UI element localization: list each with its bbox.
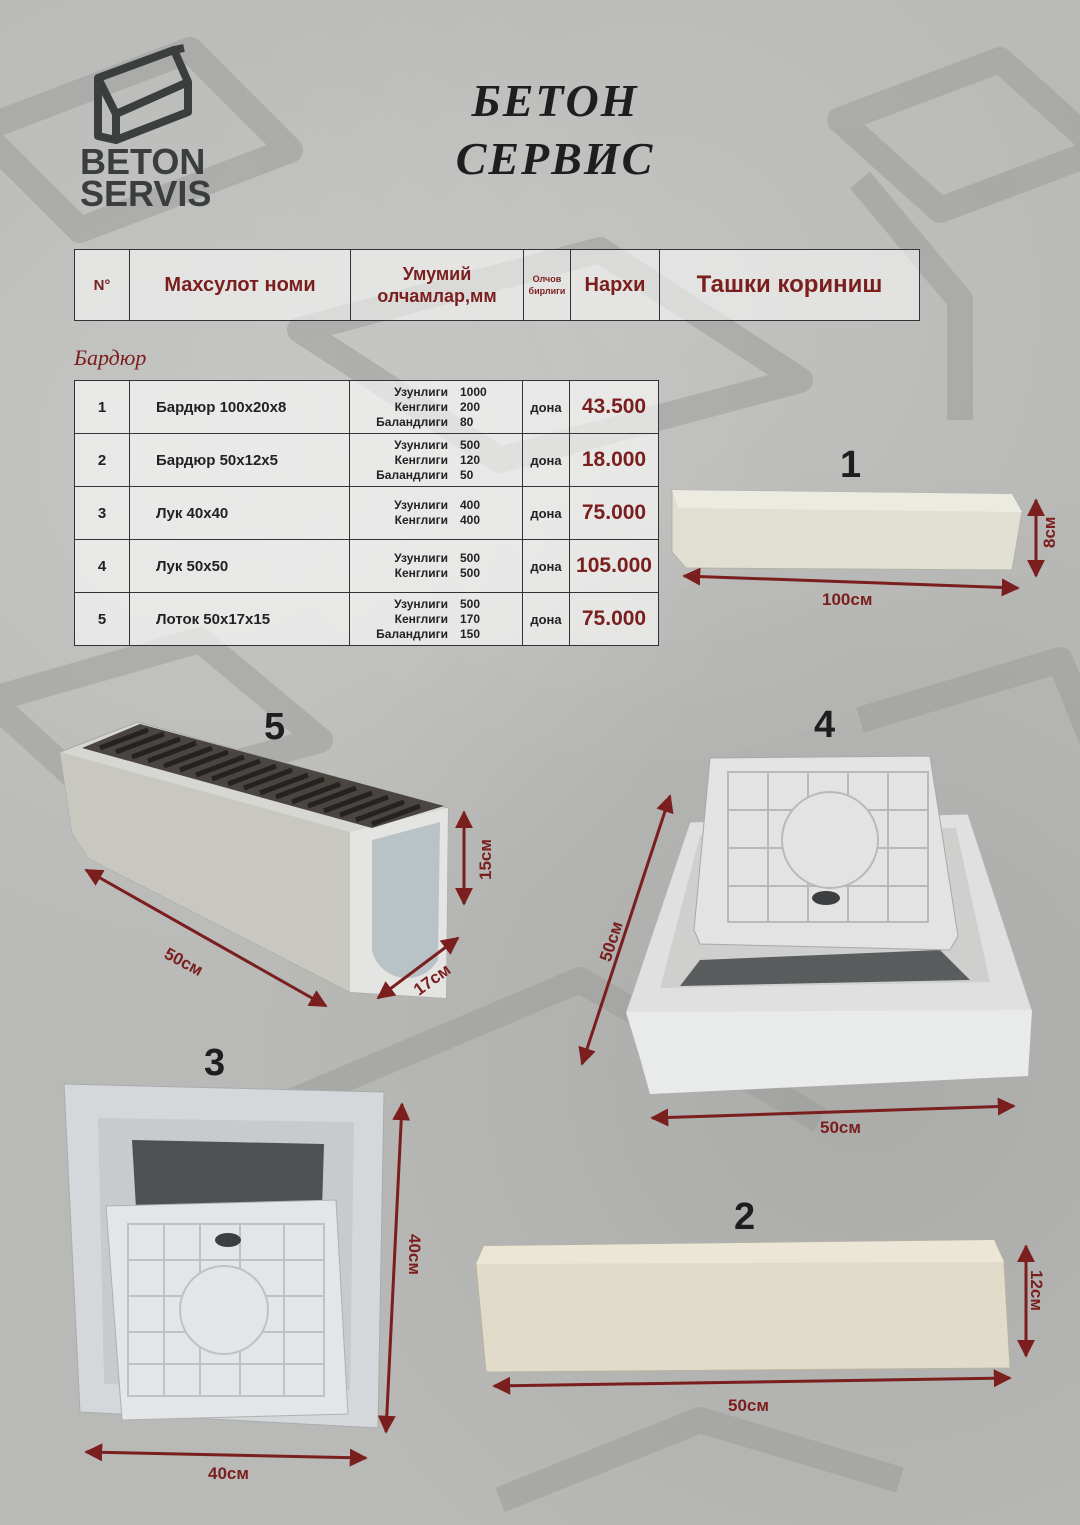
section-label: Бардюр <box>74 345 147 370</box>
header-appearance: Ташки кориниш <box>659 249 920 321</box>
row-unit: дона <box>522 592 570 646</box>
row-price: 75.000 <box>569 486 659 540</box>
row-price: 75.000 <box>569 592 659 646</box>
product-3-image <box>63 1083 385 1429</box>
product-3-number: 3 <box>204 1042 226 1084</box>
product-1-length: 100см <box>822 590 873 609</box>
row-name: Бардюр 50х12х5 <box>129 433 350 487</box>
logo-text: BETON SERVIS <box>80 141 212 214</box>
row-unit: дона <box>522 486 570 540</box>
product-4-image <box>625 755 1033 1095</box>
row-price: 18.000 <box>569 433 659 487</box>
product-5-image <box>59 721 449 999</box>
product-2-height: 12см <box>1027 1270 1046 1311</box>
header-name: Махсулот номи <box>129 249 351 321</box>
row-no: 4 <box>74 539 130 593</box>
header-no: N° <box>74 249 130 321</box>
row-name: Лук 50х50 <box>129 539 350 593</box>
logo-icon <box>94 44 192 144</box>
product-5-number: 5 <box>264 706 286 748</box>
header-price: Нархи <box>570 249 660 321</box>
row-unit: дона <box>522 539 570 593</box>
row-name: Бардюр 100х20х8 <box>129 380 350 434</box>
row-price: 43.500 <box>569 380 659 434</box>
row-name: Лук 40х40 <box>129 486 350 540</box>
row-unit: дона <box>522 380 570 434</box>
row-price: 105.000 <box>569 539 659 593</box>
product-4-width: 50см <box>820 1118 861 1137</box>
product-1-height: 8см <box>1040 516 1059 549</box>
product-2-image <box>475 1239 1011 1373</box>
product-2-length: 50см <box>728 1396 769 1415</box>
product-2-number: 2 <box>734 1196 756 1238</box>
product-1-image <box>671 489 1023 571</box>
product-3-height: 40см <box>405 1234 424 1275</box>
product-4-number: 4 <box>814 704 836 746</box>
product-1-number: 1 <box>840 444 862 486</box>
product-5-height: 15см <box>476 839 495 880</box>
page-title: БЕТОН СЕРВИС <box>455 75 655 184</box>
row-no: 5 <box>74 592 130 646</box>
product-3-width: 40см <box>208 1464 249 1483</box>
